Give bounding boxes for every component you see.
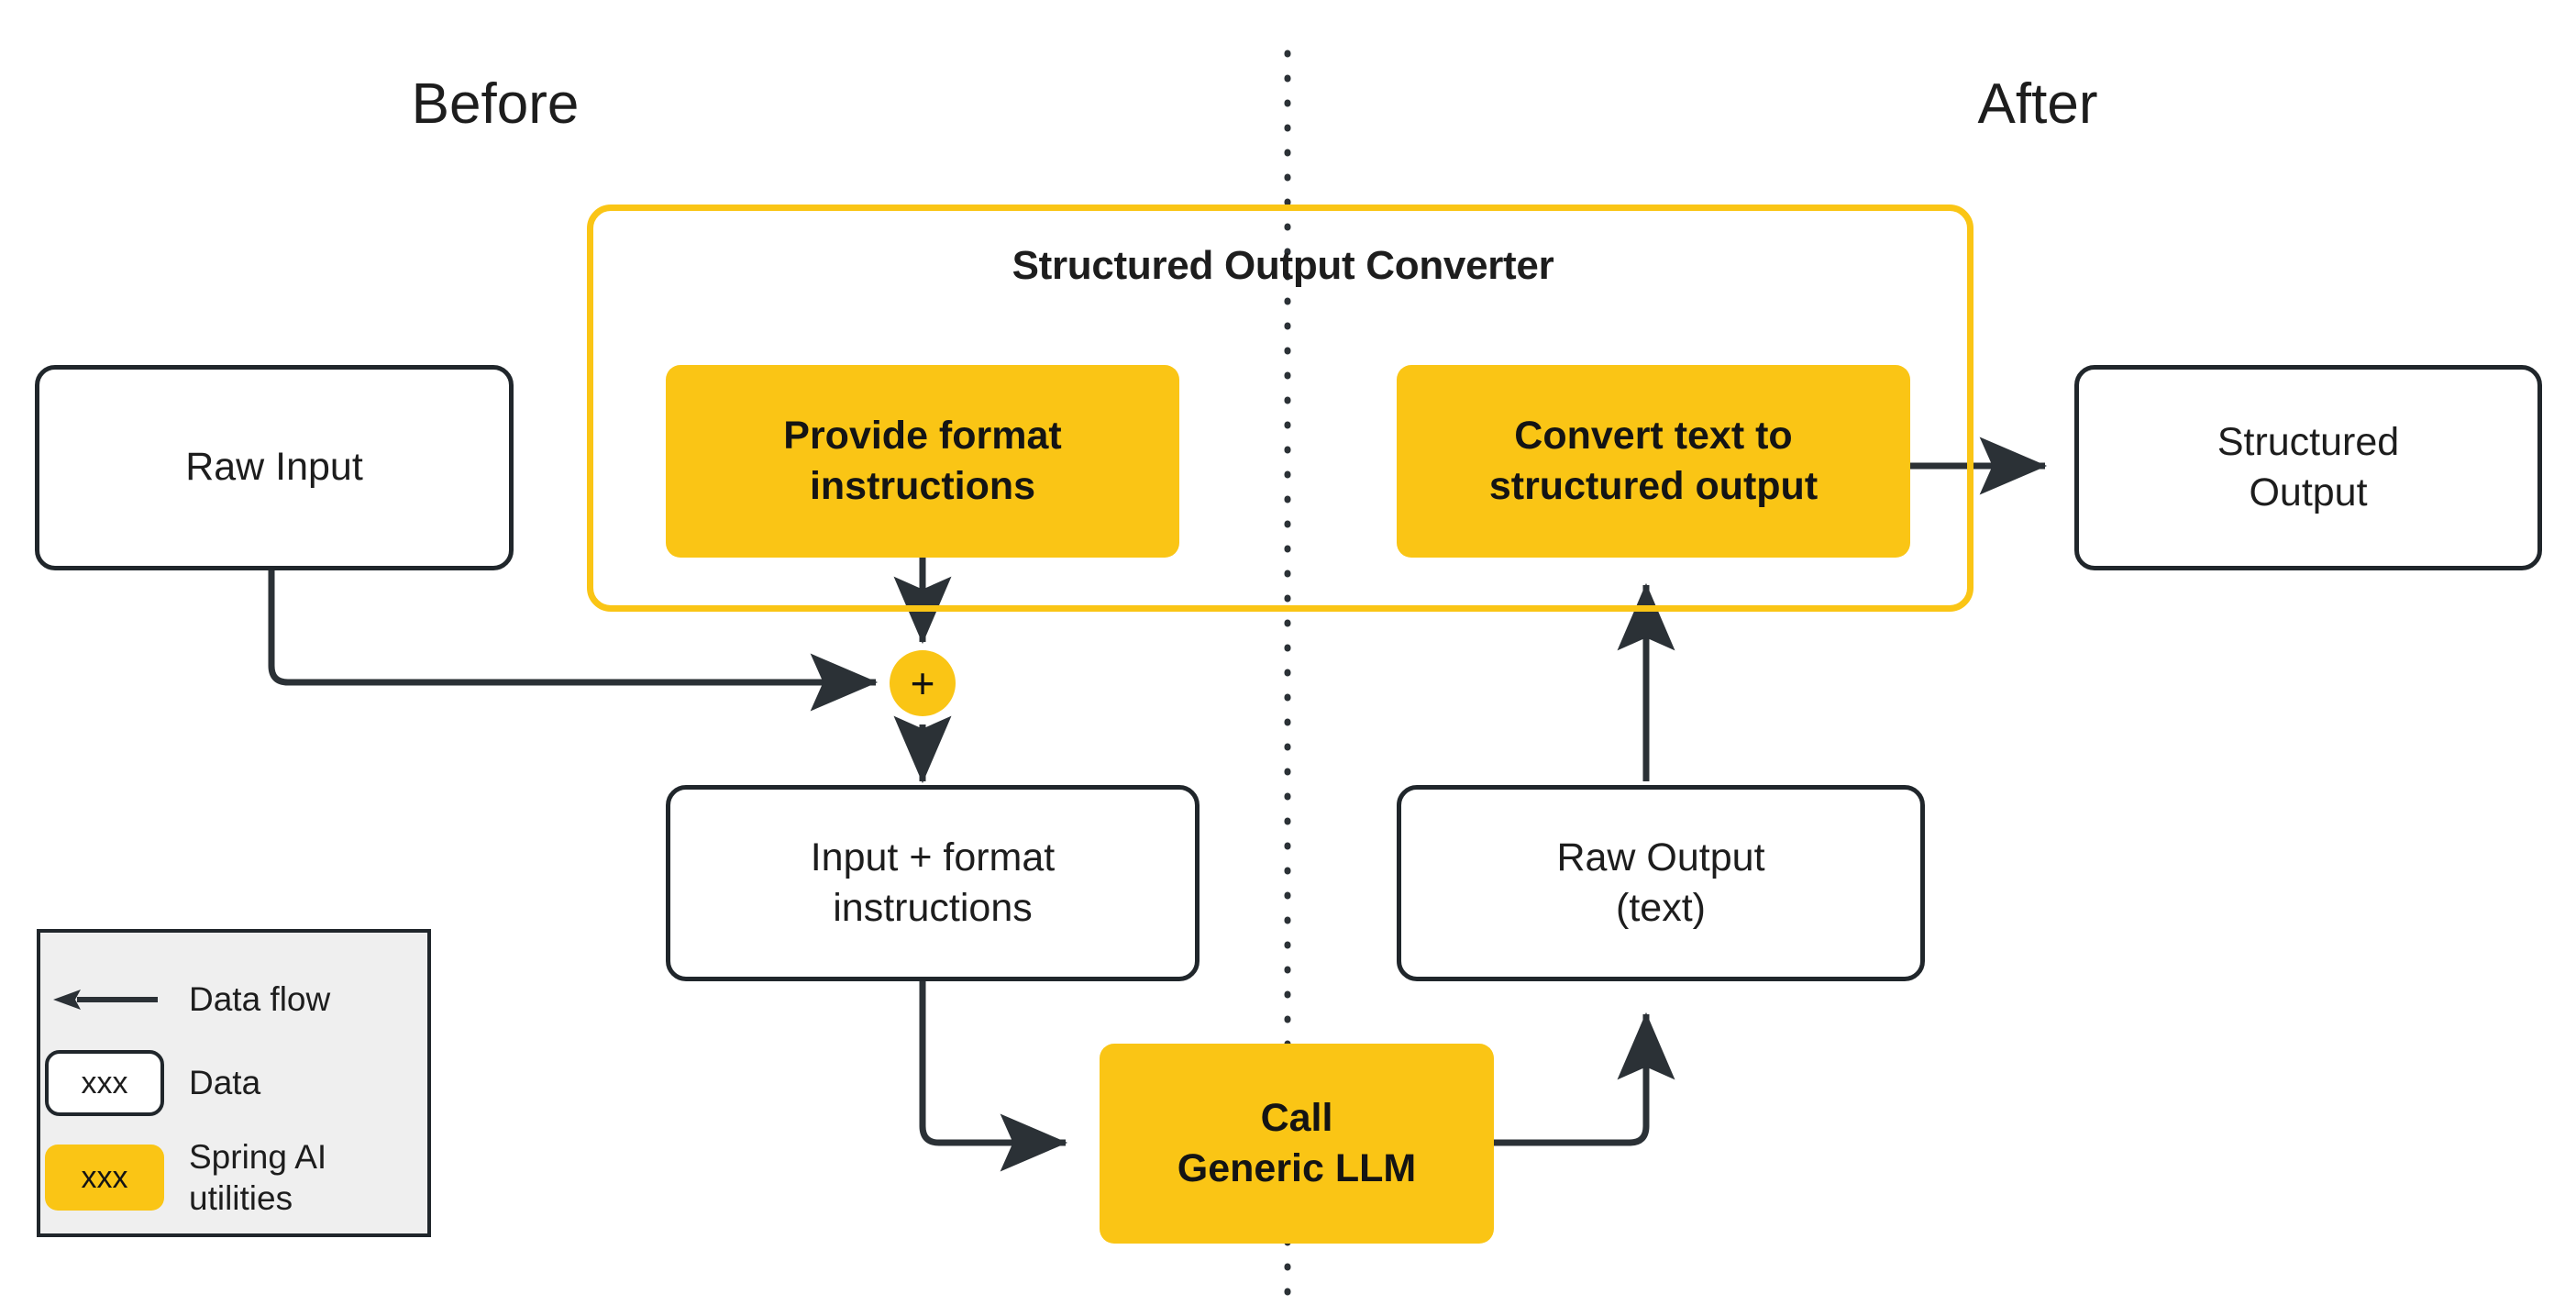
junction-plus-icon[interactable]: + bbox=[890, 650, 956, 716]
node-raw-input-label: Raw Input bbox=[185, 445, 363, 490]
node-structured-output-label: Structured Output bbox=[2217, 419, 2400, 514]
legend-chip-utility-text: xxx bbox=[81, 1159, 128, 1195]
node-raw-output[interactable]: Raw Output (text) bbox=[1397, 785, 1925, 981]
node-provide-format-instructions-label: Provide format instructions bbox=[783, 413, 1062, 508]
phase-label-before: Before bbox=[411, 72, 580, 136]
connector-llm-to-raw-output bbox=[1493, 1012, 1675, 1146]
utility-box-icon: xxx bbox=[45, 1145, 164, 1211]
node-input-plus-format-instructions[interactable]: Input + format instructions bbox=[666, 785, 1200, 981]
junction-plus-label: + bbox=[910, 659, 935, 707]
node-convert-text-to-structured-output-label: Convert text to structured output bbox=[1488, 413, 1819, 508]
legend-swatch-data-flow bbox=[40, 986, 169, 1013]
legend-swatch-utility: xxx bbox=[40, 1145, 169, 1211]
legend-label-spring-ai-utilities: Spring AI utilities bbox=[189, 1137, 327, 1217]
arrow-left-icon bbox=[53, 990, 158, 1010]
structured-output-converter-group bbox=[587, 205, 1973, 612]
node-raw-input[interactable]: Raw Input bbox=[35, 365, 514, 570]
legend-label-data: Data bbox=[189, 1064, 261, 1102]
legend-label-data-flow: Data flow bbox=[189, 980, 331, 1019]
legend-item-spring-ai-utilities: xxx Spring AI utilities bbox=[40, 1136, 435, 1219]
legend-item-data-flow: Data flow bbox=[40, 968, 435, 1032]
legend-swatch-data: xxx bbox=[40, 1050, 169, 1116]
node-raw-output-label: Raw Output (text) bbox=[1556, 835, 1765, 930]
node-call-generic-llm-label: Call Generic LLM bbox=[1177, 1095, 1417, 1190]
connector-input-format-to-llm bbox=[919, 981, 1068, 1172]
legend-item-data: xxx Data bbox=[40, 1045, 435, 1122]
group-title: Structured Output Converter bbox=[1012, 243, 1554, 288]
legend-chip-data-text: xxx bbox=[81, 1065, 128, 1100]
legend-panel: Data flow xxx Data xxx Spring AI utiliti… bbox=[37, 929, 431, 1237]
data-box-icon: xxx bbox=[45, 1050, 164, 1116]
node-convert-text-to-structured-output[interactable]: Convert text to structured output bbox=[1397, 365, 1910, 558]
node-provide-format-instructions[interactable]: Provide format instructions bbox=[666, 365, 1179, 558]
node-input-plus-format-instructions-label: Input + format instructions bbox=[810, 835, 1056, 930]
node-structured-output[interactable]: Structured Output bbox=[2074, 365, 2542, 570]
node-call-generic-llm[interactable]: Call Generic LLM bbox=[1100, 1044, 1494, 1244]
phase-label-after: After bbox=[1977, 72, 2098, 136]
